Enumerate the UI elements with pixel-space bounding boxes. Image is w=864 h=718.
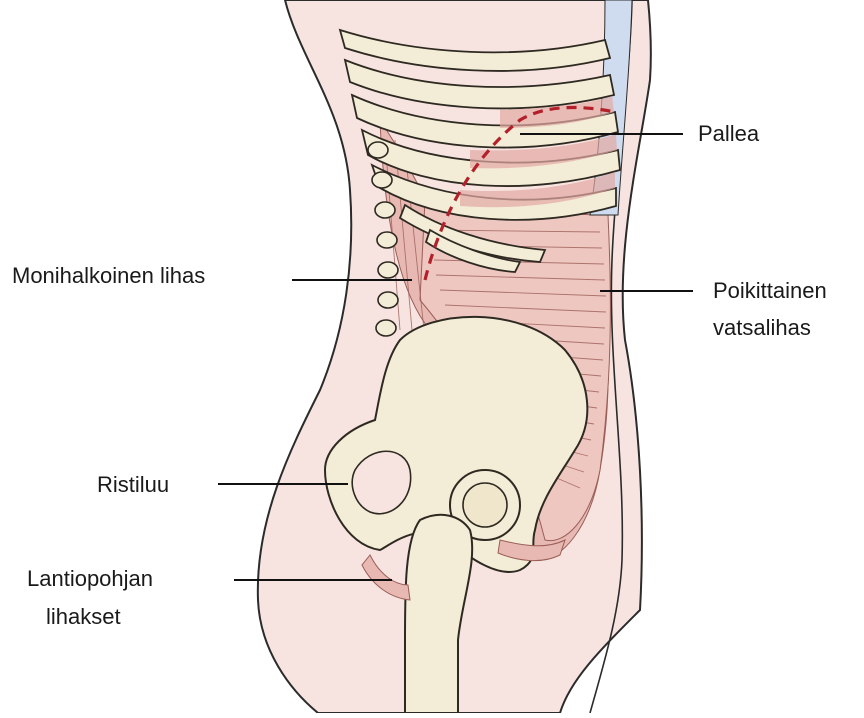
label-monihalkoinen-lihas: Monihalkoinen lihas bbox=[12, 261, 205, 291]
label-poikittainen-line2: vatsalihas bbox=[713, 313, 811, 343]
label-lantiopohjan-line2: lihakset bbox=[46, 602, 121, 632]
label-ristiluu: Ristiluu bbox=[97, 470, 169, 500]
label-poikittainen-line1: Poikittainen bbox=[713, 276, 827, 306]
femoral-head bbox=[463, 483, 507, 527]
label-lantiopohjan-line1: Lantiopohjan bbox=[27, 564, 153, 594]
label-pallea: Pallea bbox=[698, 119, 759, 149]
